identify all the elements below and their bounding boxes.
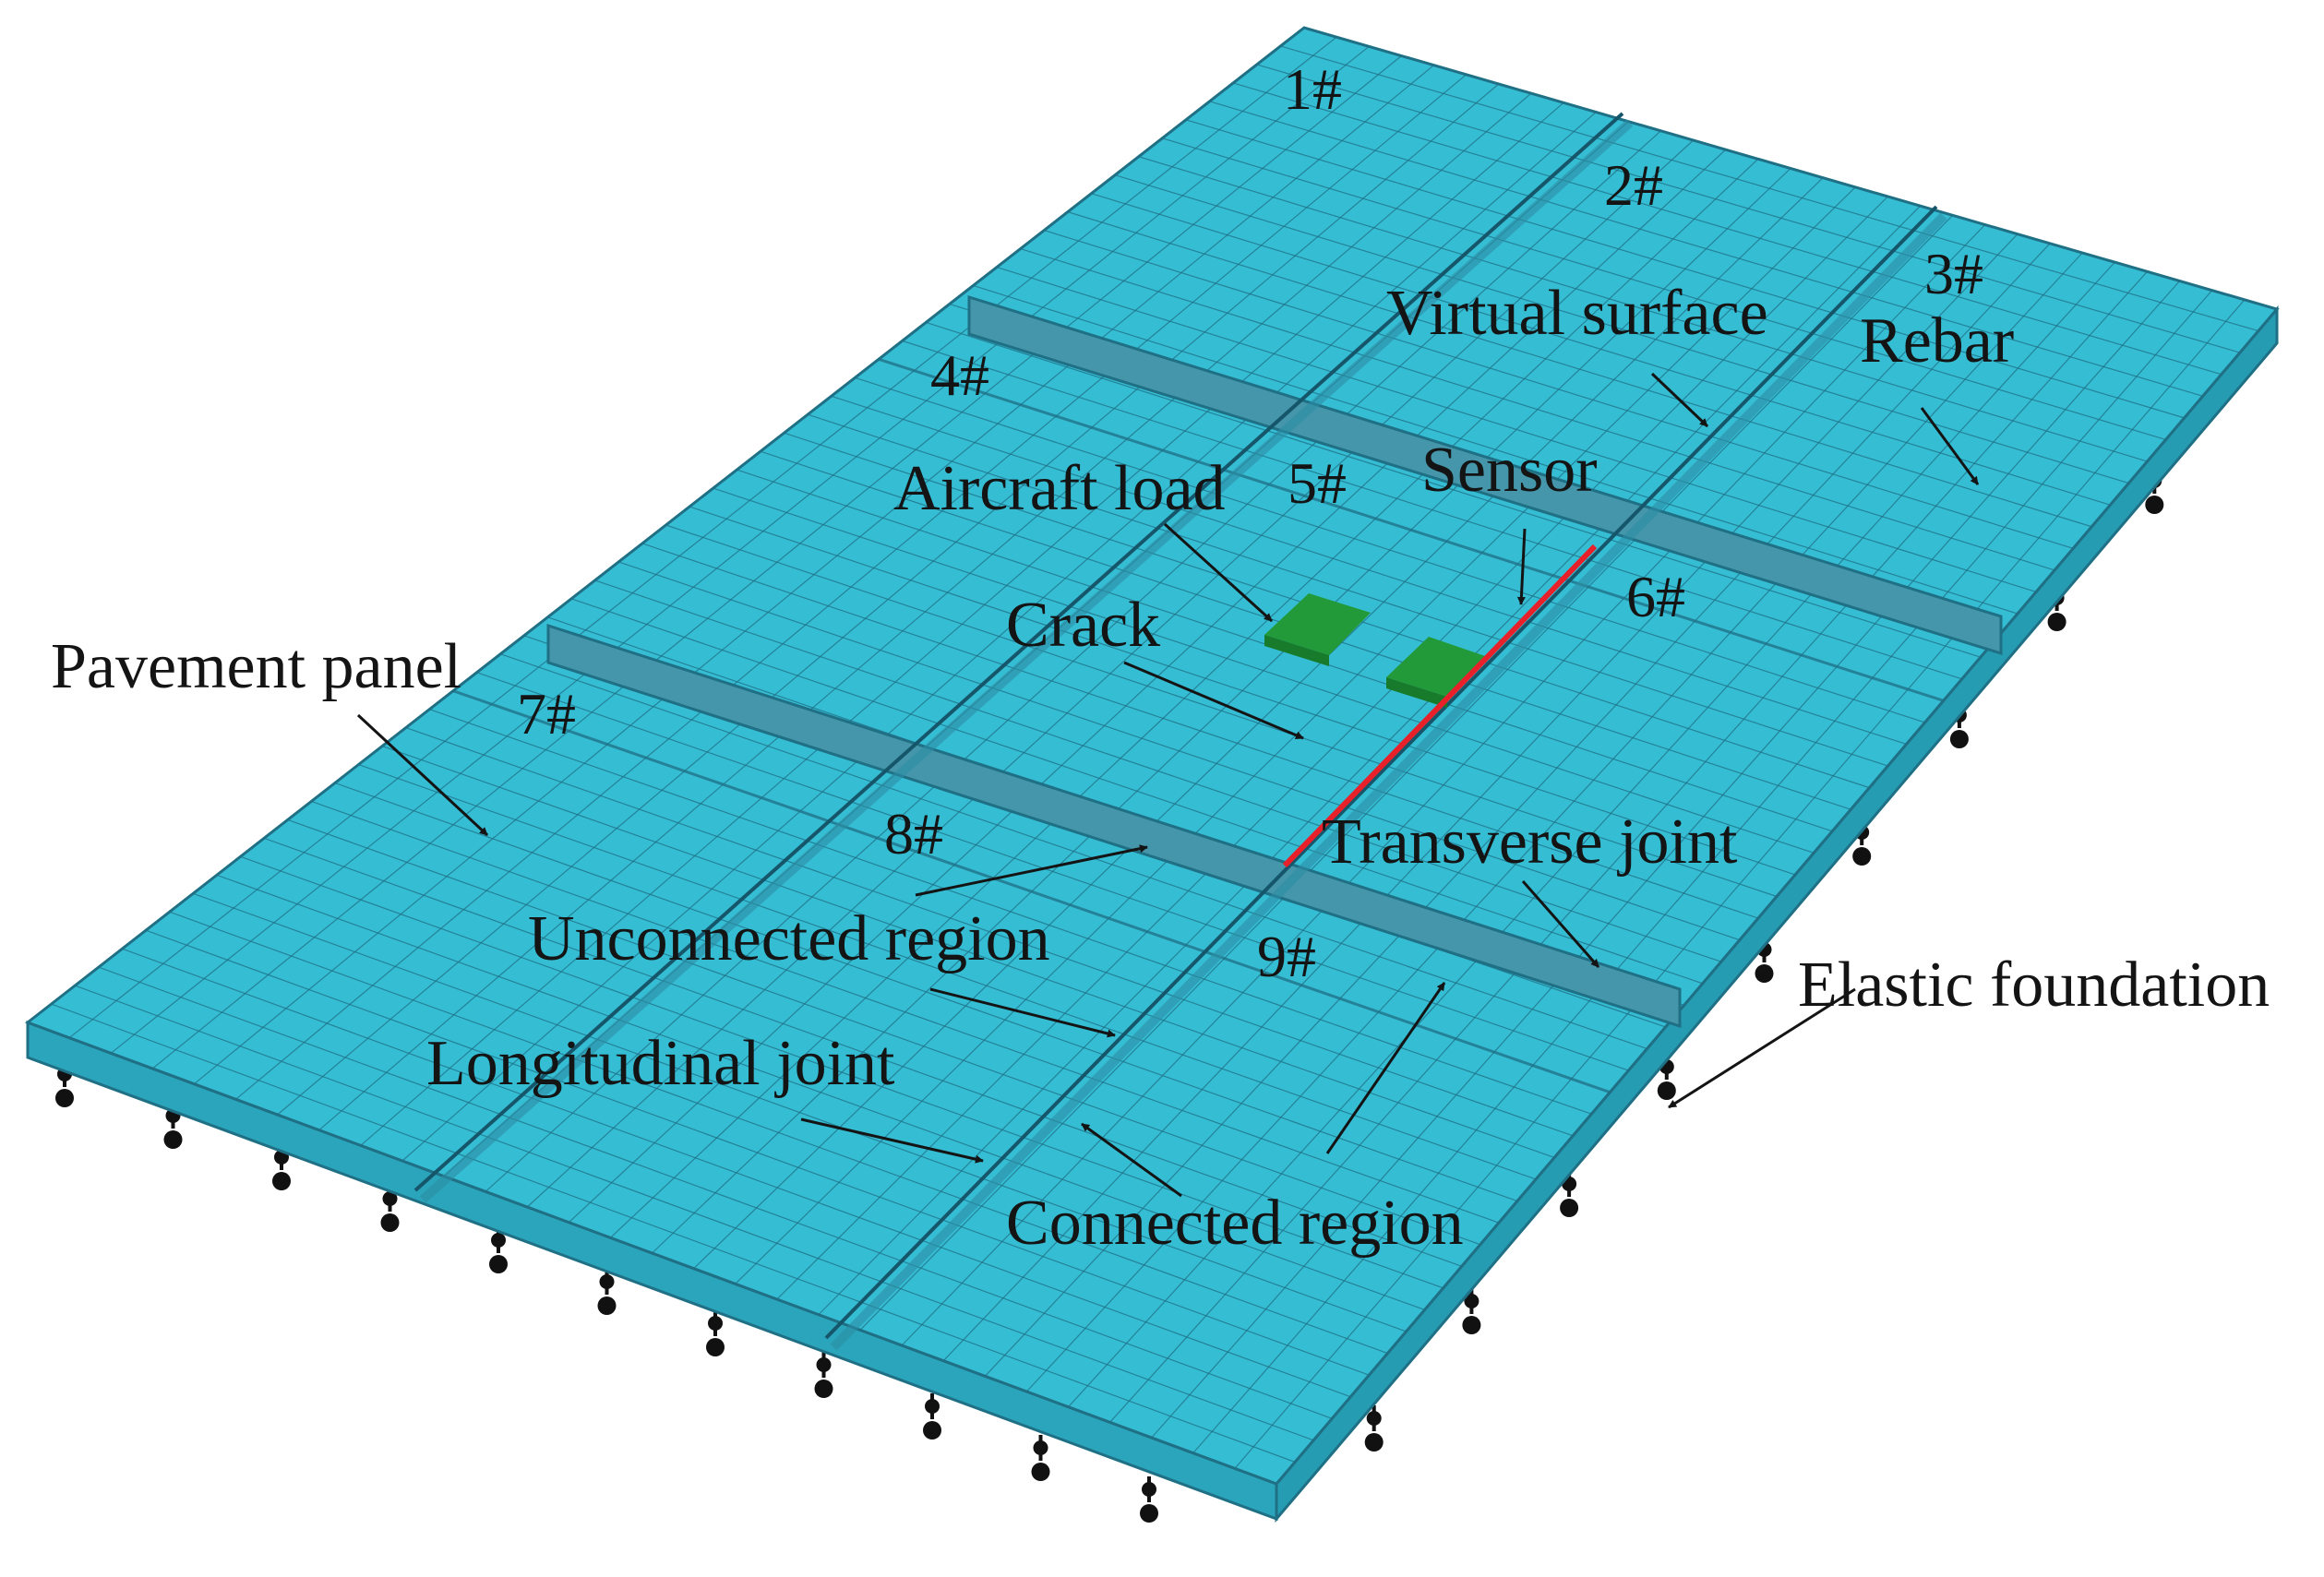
label-rebar: Rebar [1860,305,2014,376]
label-pavement-panel: Pavement panel [51,631,461,702]
aircraft-load-patch-right-side [1386,677,1447,708]
panel-number-4: 4# [930,342,989,408]
panel-number-1: 1# [1283,56,1342,122]
label-virtual-surface: Virtual surface [1386,278,1768,349]
label-longitudinal-joint: Longitudinal joint [426,1028,895,1099]
aircraft-load-patch-left-side [1264,635,1329,666]
label-transverse-joint: Transverse joint [1322,806,1738,878]
panel-number-3: 3# [1924,241,1983,306]
arrow-virtual-surface [1650,372,1709,428]
annotation-labels: Virtual surface Rebar Aircraft load Sens… [51,278,2270,1259]
label-crack: Crack [1006,590,1160,661]
crack-line [1282,544,1598,868]
arrow-sensor [1516,528,1527,605]
label-aircraft-load: Aircraft load [893,453,1226,524]
panel-numbers: 1# 2# 3# 4# 5# 6# 7# 8# 9# [517,56,1983,989]
panel-number-2: 2# [1604,152,1663,218]
label-elastic-foundation: Elastic foundation [1798,950,2270,1021]
longitudinal-joint-line-left-shadow [419,119,1634,1203]
joint-lines [413,112,1947,1351]
panel-number-6: 6# [1626,564,1685,629]
arrow-longitudinal-joint [800,1117,984,1164]
arrow-unconnected-region-down [929,987,1116,1038]
arrow-connected-region-left [1081,1122,1182,1198]
longitudinal-joint-line-right-shadow [830,212,1947,1351]
arrow-rebar [1920,407,1980,485]
arrow-unconnected-region-up [915,844,1148,897]
panel-number-7: 7# [517,681,576,747]
panel-number-9: 9# [1257,924,1316,989]
arrow-pavement-panel [356,713,489,837]
longitudinal-joint-line-right [824,205,1938,1340]
arrow-crack [1123,661,1304,740]
panel-number-8: 8# [884,801,943,866]
label-unconnected-region: Unconnected region [528,903,1050,974]
panel-number-5: 5# [1288,450,1347,516]
longitudinal-joint-line-left [413,112,1624,1192]
arrow-aircraft-load [1163,522,1274,623]
arrow-elastic-foundation [1668,987,1856,1109]
annotation-arrows [356,372,1980,1198]
aircraft-load-patch-left [1264,593,1371,655]
label-connected-region: Connected region [1006,1188,1464,1259]
label-sensor: Sensor [1421,435,1598,506]
arrow-connected-region-right [1325,982,1446,1154]
arrow-transverse-joint [1521,880,1600,968]
